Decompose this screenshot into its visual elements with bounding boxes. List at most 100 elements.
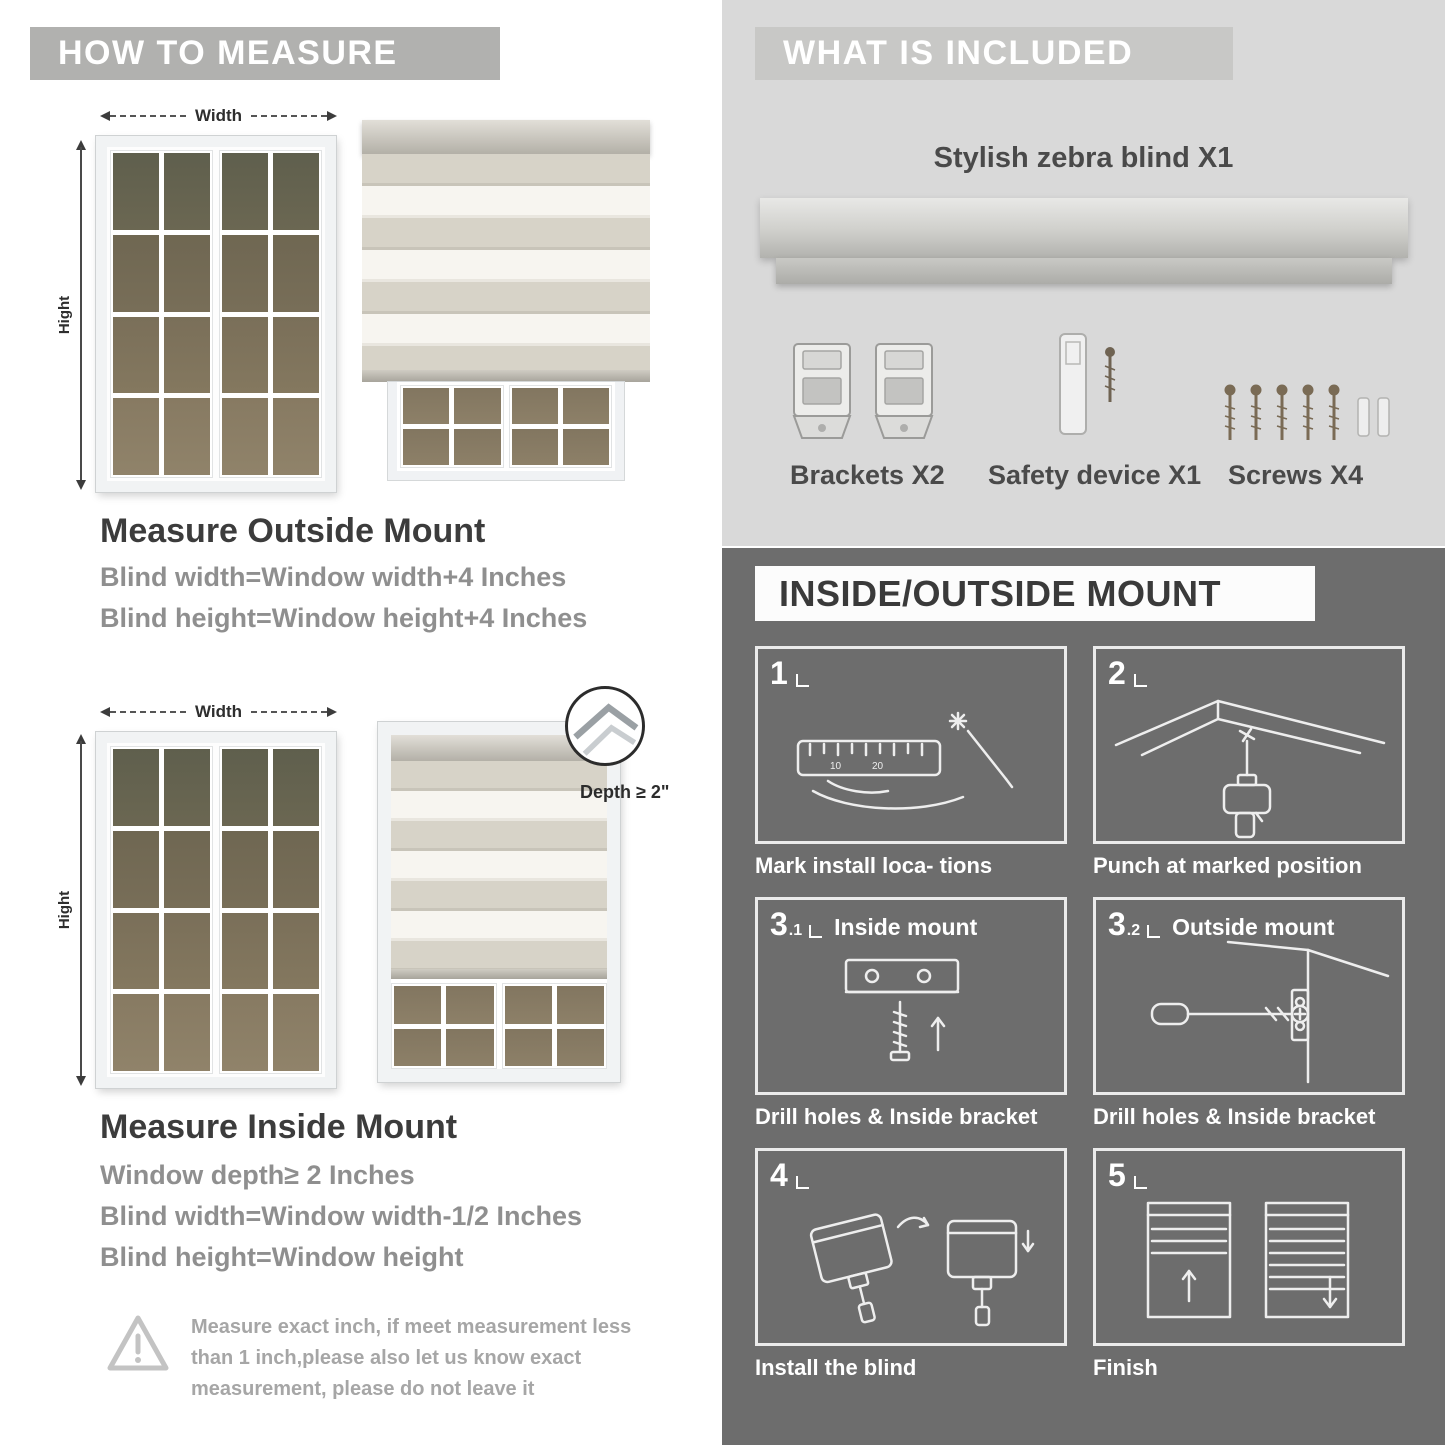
window-pane	[113, 398, 159, 475]
screw-icon	[1224, 384, 1390, 440]
inside-mount-line: Blind width=Window width-1/2 Inches	[100, 1201, 583, 1231]
step-title: Inside mount	[834, 914, 978, 940]
corner-mark-icon	[1133, 1176, 1147, 1189]
step-number: 3	[770, 906, 788, 942]
step-cell: 3 .2 Outside mount	[1093, 897, 1405, 1130]
corner-mark-icon	[1133, 674, 1147, 687]
window-pane	[164, 830, 210, 908]
corner-mark-icon	[795, 1176, 809, 1189]
window-pane	[504, 986, 552, 1024]
mount-banner: INSIDE/OUTSIDE MOUNT	[755, 566, 1315, 621]
step-caption: Drill holes & Inside bracket	[755, 1104, 1038, 1129]
window-pane	[403, 388, 450, 424]
step-cell: 3 .1 Inside mount	[755, 897, 1067, 1130]
corner-mark-icon	[795, 674, 809, 687]
step-number: 2	[1108, 655, 1126, 691]
brackets-label: Brackets X2	[790, 460, 945, 490]
window-casement	[110, 150, 213, 478]
window-pane	[113, 153, 159, 230]
what-is-included-banner: WHAT IS INCLUDED	[755, 27, 1233, 80]
svg-text:20: 20	[872, 761, 884, 772]
step-caption: Finish	[1093, 1355, 1158, 1380]
step-title: Outside mount	[1172, 914, 1335, 940]
inside-mount-line: Blind height=Window height	[100, 1242, 464, 1272]
window-pane	[164, 749, 210, 826]
window-pane	[273, 234, 319, 312]
window-pane	[446, 986, 494, 1024]
headrail-valance	[776, 258, 1392, 284]
bracket-icon	[792, 343, 934, 439]
window-pane	[562, 429, 609, 465]
window-pane	[113, 234, 159, 312]
arrow-up-icon	[76, 734, 86, 744]
mark-location-illustration: 10 20	[796, 711, 1014, 810]
arrow-left-icon	[100, 111, 110, 121]
window-pane	[454, 388, 501, 424]
finish-blinds-illustration	[1146, 1201, 1350, 1319]
frame-corner-zoom	[573, 703, 639, 756]
blind-bottom-rail	[391, 969, 607, 979]
window-lower-part	[387, 381, 625, 481]
window-pane	[394, 1028, 442, 1066]
depth-note: Depth ≥ 2"	[580, 782, 670, 802]
warning-triangle-icon	[107, 1315, 169, 1371]
step-cell: 1 10 20	[755, 646, 1067, 879]
step-caption: Drill holes & Inside bracket	[1093, 1104, 1376, 1129]
inside-mount-line: Window depth≥ 2 Inches	[100, 1160, 415, 1190]
step-number: 4	[770, 1157, 788, 1193]
window-pane	[273, 994, 319, 1071]
blind-bottom-rail	[362, 370, 650, 382]
step-number: 1	[770, 655, 788, 691]
window-pane	[273, 316, 319, 394]
arrow-right-icon	[327, 707, 337, 717]
arrow-left-icon	[100, 707, 110, 717]
window-pane	[113, 316, 159, 394]
step-panel-1: 1 10 20	[755, 646, 1067, 844]
svg-text:10: 10	[830, 761, 842, 772]
outside-mount-line: Blind width=Window width+4 Inches	[100, 562, 567, 592]
step-panel-2: 2	[1093, 646, 1405, 844]
window-illustration	[95, 135, 337, 493]
arrow-right-icon	[327, 111, 337, 121]
window-pane	[164, 234, 210, 312]
window-pane	[273, 912, 319, 990]
outside-mount-heading: Measure Outside Mount	[100, 512, 486, 550]
zebra-blind-outside-illustration	[362, 120, 650, 481]
zebra-blind-inside-illustration	[377, 721, 621, 1083]
inside-bracket-illustration	[844, 958, 960, 1062]
step-caption: Punch at marked position	[1093, 853, 1362, 878]
height-arrow: Hight	[56, 734, 90, 1086]
install-blind-illustration	[809, 1213, 1035, 1327]
screws-illustration	[1220, 382, 1410, 453]
window-pane	[273, 749, 319, 826]
safety-device-icon	[1059, 333, 1116, 435]
warning-text: Measure exact inch, if meet measurement …	[191, 1316, 632, 1400]
step-number: 3	[1108, 906, 1126, 942]
step-cell: 4	[755, 1148, 1067, 1381]
window-pane	[113, 994, 159, 1071]
arrow-down-icon	[76, 1076, 86, 1086]
window-pane	[222, 153, 268, 230]
window-pane	[273, 153, 319, 230]
window-pane	[556, 986, 604, 1024]
brackets-illustration	[788, 338, 938, 451]
how-to-measure-banner: HOW TO MEASURE	[30, 27, 500, 80]
height-arrow: Hight	[56, 140, 90, 490]
step-panel-3-1: 3 .1 Inside mount	[755, 897, 1067, 1095]
width-label: Width	[194, 702, 243, 721]
window-pane	[222, 994, 268, 1071]
screws-label: Screws X4	[1228, 460, 1364, 490]
step-number: 5	[1108, 1157, 1126, 1193]
outside-bracket-illustration	[1150, 940, 1390, 1084]
step-caption: Mark install loca- tions	[755, 853, 993, 878]
window-pane	[113, 912, 159, 990]
headrail-illustration	[760, 198, 1408, 258]
what-is-included-section: WHAT IS INCLUDED Stylish zebra blind X1	[722, 0, 1445, 546]
width-label: Width	[194, 106, 243, 125]
window-pane	[164, 316, 210, 394]
depth-callout-circle	[565, 686, 645, 766]
mount-steps-grid: 1 10 20	[755, 646, 1405, 1381]
window-pane	[394, 986, 442, 1024]
window-pane	[511, 388, 558, 424]
corner-mark-icon	[809, 925, 823, 938]
